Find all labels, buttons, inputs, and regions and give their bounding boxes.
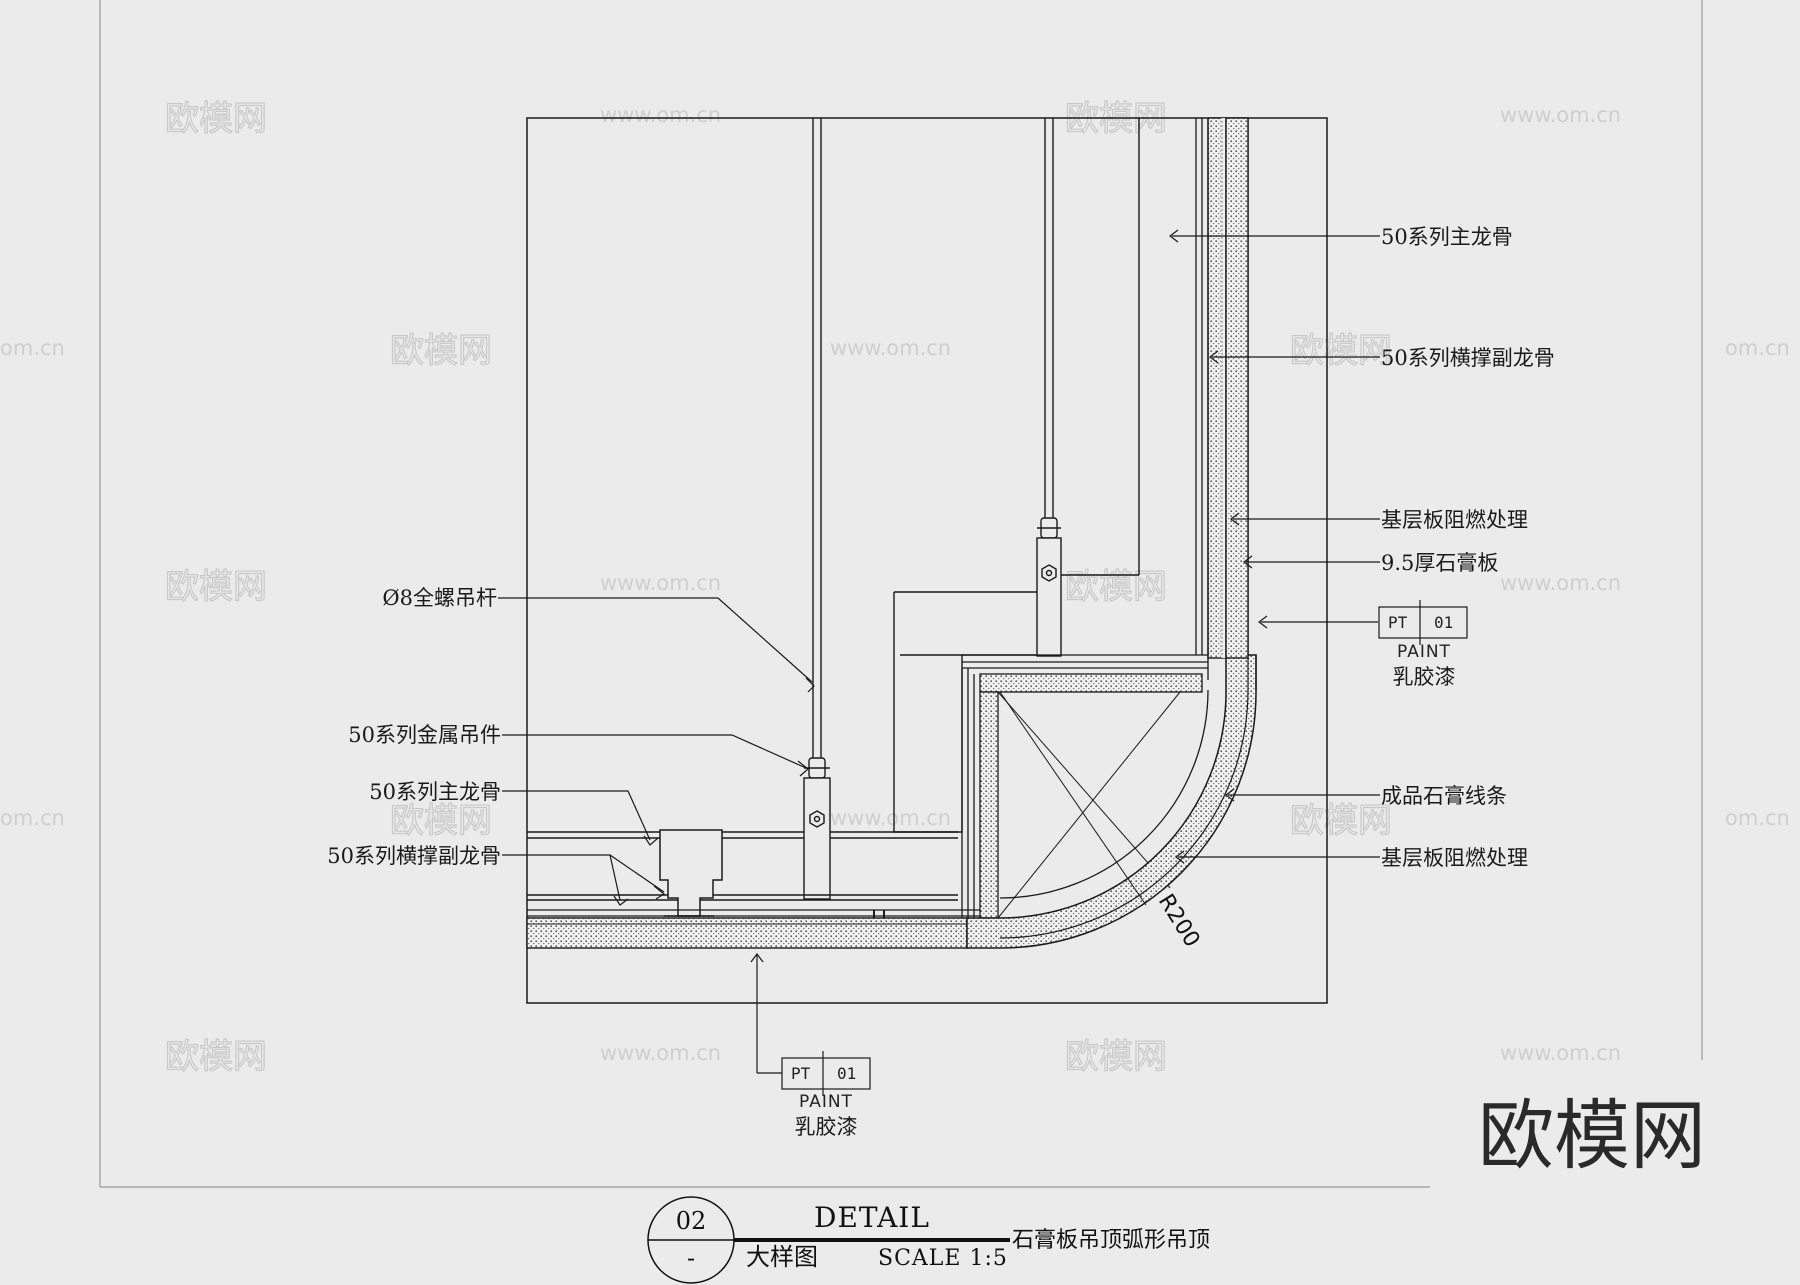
sheet-border xyxy=(99,0,1703,1188)
detail-description: 石膏板吊顶弧形吊顶 xyxy=(1012,1228,1210,1253)
label-hanger-rod: Ø8全螺吊杆 xyxy=(382,586,497,610)
paint-tag-right: PT 01 PAINT 乳胶漆 xyxy=(1378,600,1468,689)
paint-code: PT xyxy=(791,1064,811,1083)
watermark-url: www.om.cn xyxy=(600,571,721,595)
gypsum-moulding-arc xyxy=(966,654,1257,949)
watermark-url: www.om.cn xyxy=(600,103,721,127)
detail-dash: - xyxy=(687,1244,695,1272)
label-hanger-clip: 50系列金属吊件 xyxy=(348,723,501,747)
paint-code: PT xyxy=(1388,613,1408,632)
paint-name: 乳胶漆 xyxy=(795,1115,858,1139)
paint-tag-bottom: PT 01 PAINT 乳胶漆 xyxy=(781,1051,871,1139)
detail-frame xyxy=(526,117,1328,1004)
detail-subtitle: 大样图 xyxy=(746,1243,818,1271)
watermark-brand: 欧模网 xyxy=(1290,331,1392,371)
watermark-url: om.cn xyxy=(0,806,65,830)
watermark-brand: 欧模网 xyxy=(1065,1037,1167,1077)
label-cross-channel-lower: 50系列横撑副龙骨 xyxy=(327,844,501,868)
paint-number: 01 xyxy=(837,1064,856,1083)
base-board-vertical xyxy=(1195,118,1209,680)
corner-block-cross xyxy=(997,691,1181,919)
hanger-rod-right xyxy=(1044,118,1054,520)
watermark-brand: 欧模网 xyxy=(165,567,267,607)
paint-number: 01 xyxy=(1434,613,1453,632)
leaders-left xyxy=(498,597,815,906)
detail-scale: SCALE 1:5 xyxy=(878,1246,1008,1271)
radius-line xyxy=(999,691,1147,906)
detail-title: DETAIL xyxy=(814,1201,930,1234)
upper-main-channel xyxy=(893,118,1140,833)
watermark-url: www.om.cn xyxy=(830,336,951,360)
paint-name: 乳胶漆 xyxy=(1393,665,1456,689)
base-board-side xyxy=(979,691,999,919)
watermark-url: om.cn xyxy=(0,336,65,360)
watermark-brand: 欧模网 xyxy=(1065,99,1167,139)
paint-word: PAINT xyxy=(1397,642,1451,662)
main-channel-profile xyxy=(659,829,723,917)
leaders-right xyxy=(1169,229,1380,864)
leader-bottom xyxy=(750,953,782,1074)
label-gypsum-board: 9.5厚石膏板 xyxy=(1381,551,1498,575)
detail-number: 02 xyxy=(676,1207,707,1235)
watermark-url: www.om.cn xyxy=(600,1041,721,1065)
watermark-brand: 欧模网 xyxy=(1290,801,1392,841)
base-board-top xyxy=(979,673,1203,693)
label-main-channel-upper: 50系列主龙骨 xyxy=(1381,225,1513,249)
watermark-url: www.om.cn xyxy=(830,806,951,830)
watermark-url: om.cn xyxy=(1725,336,1790,360)
gypsum-board-outer xyxy=(1225,117,1249,659)
watermark-brand: 欧模网 xyxy=(1065,567,1167,607)
watermark-brand: 欧模网 xyxy=(390,801,492,841)
watermark-brand: 欧模网 xyxy=(165,1037,267,1077)
label-gypsum-moulding: 成品石膏线条 xyxy=(1381,784,1507,808)
radius-label: R200 xyxy=(1153,890,1205,952)
watermark-url: www.om.cn xyxy=(1500,1041,1621,1065)
watermark-url: www.om.cn xyxy=(1500,571,1621,595)
title-block: 02 - DETAIL 大样图 SCALE 1:5 石膏板吊顶弧形吊顶 xyxy=(647,1196,1210,1284)
hanger-clip-right xyxy=(1036,517,1062,657)
gypsum-board-horizontal xyxy=(526,917,968,949)
watermark-brand: 欧模网 xyxy=(165,99,267,139)
paint-word: PAINT xyxy=(799,1092,853,1112)
corner-block-frame xyxy=(961,654,1208,918)
brand-logo: 欧模网 xyxy=(1478,1091,1706,1180)
hanger-clip-left xyxy=(803,757,831,900)
watermark-url: www.om.cn xyxy=(1500,103,1621,127)
label-cross-channel-upper: 50系列横撑副龙骨 xyxy=(1381,346,1555,370)
hanger-rod-left xyxy=(812,118,822,760)
label-base-board-upper: 基层板阻燃处理 xyxy=(1381,508,1528,532)
watermark-layer: 欧模网 www.om.cn 欧模网 www.om.cn 欧模网 www.om.c… xyxy=(0,98,1790,1077)
watermark-brand: 欧模网 xyxy=(390,331,492,371)
label-base-board-lower: 基层板阻燃处理 xyxy=(1381,846,1528,870)
label-main-channel-lower: 50系列主龙骨 xyxy=(369,780,501,804)
lower-main-channel xyxy=(527,831,958,901)
watermark-url: om.cn xyxy=(1725,806,1790,830)
